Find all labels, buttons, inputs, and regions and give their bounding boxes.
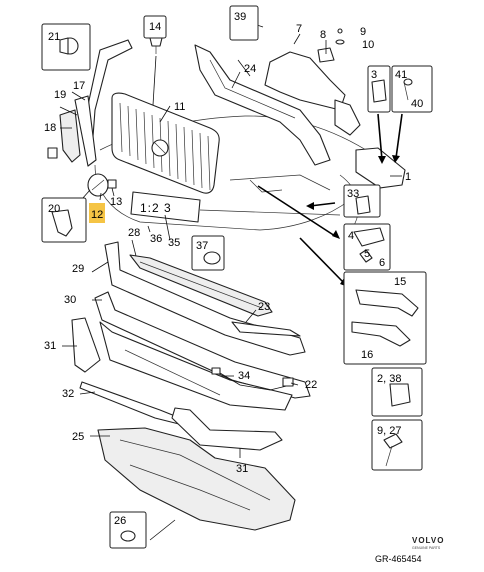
label-2-38: 2, 38 <box>377 373 401 385</box>
label-24: 24 <box>244 63 256 75</box>
inset-2-38 <box>371 367 423 417</box>
label-10: 10 <box>362 39 374 51</box>
inset-20 <box>41 197 87 243</box>
label-18: 18 <box>44 122 56 134</box>
lower-trim-strip <box>171 407 283 451</box>
label-14: 14 <box>149 21 161 33</box>
label-26: 26 <box>114 515 126 527</box>
label-23: 23 <box>258 301 270 313</box>
brand-subtitle: GENUINE PARTS <box>412 546 441 550</box>
front-emblem <box>87 173 117 197</box>
label-32: 32 <box>62 388 74 400</box>
inset-37 <box>191 235 225 271</box>
label-8: 8 <box>320 29 326 41</box>
splash-shield <box>97 427 296 531</box>
inset-9-27 <box>371 419 423 471</box>
label-6: 6 <box>379 257 385 269</box>
label-25: 25 <box>72 431 84 443</box>
right-bracket-assembly <box>264 47 406 189</box>
label-31-right: 31 <box>236 463 248 475</box>
inset-4-5-6 <box>343 223 391 271</box>
label-33: 33 <box>347 188 359 200</box>
inset-26 <box>109 511 147 549</box>
plate-text: 1:2 3 <box>140 201 172 215</box>
upper-cross-member <box>194 44 331 166</box>
label-36: 36 <box>150 233 162 245</box>
label-7: 7 <box>296 23 302 35</box>
label-4: 4 <box>348 230 354 242</box>
inset-3 <box>367 65 391 113</box>
label-22: 22 <box>305 379 317 391</box>
label-11: 11 <box>174 101 185 113</box>
part-labels: 21 14 39 17 19 18 11 24 7 8 9 10 3 41 40… <box>44 11 423 527</box>
label-12: 12 <box>91 209 103 221</box>
direction-arrows <box>257 113 403 284</box>
inset-33 <box>343 184 381 218</box>
label-3: 3 <box>371 69 377 81</box>
license-plate-holder: 1:2 3 <box>130 191 201 223</box>
inset-15-16 <box>343 271 427 365</box>
label-9: 9 <box>360 26 366 38</box>
inset-39 <box>229 5 259 41</box>
label-34: 34 <box>238 370 250 382</box>
clip-9-10 <box>335 28 345 45</box>
label-5: 5 <box>364 248 370 260</box>
inset-21 <box>41 23 91 71</box>
front-spoiler <box>71 317 293 411</box>
reference-number: GR-465454 <box>375 554 422 564</box>
lower-strip <box>79 381 186 426</box>
label-17: 17 <box>73 80 85 92</box>
label-35: 35 <box>168 237 180 249</box>
label-16: 16 <box>361 349 373 361</box>
label-30: 30 <box>64 294 76 306</box>
label-41: 41 <box>395 69 407 81</box>
label-37: 37 <box>196 240 208 252</box>
label-1: 1 <box>405 171 411 183</box>
label-15: 15 <box>394 276 406 288</box>
label-20: 20 <box>48 203 60 215</box>
label-39: 39 <box>234 11 246 23</box>
bumper-bracket-23 <box>231 321 301 337</box>
label-40: 40 <box>411 98 423 110</box>
label-31-left: 31 <box>44 340 56 352</box>
fastener-14 <box>149 37 163 54</box>
lower-grille <box>129 254 273 317</box>
wiring-harness <box>211 367 296 391</box>
front-grille <box>111 92 220 194</box>
label-9-27: 9, 27 <box>377 425 401 437</box>
inset-14 <box>143 15 167 39</box>
label-19: 19 <box>54 89 66 101</box>
label-29: 29 <box>72 263 84 275</box>
inset-41-40 <box>391 65 433 113</box>
brand-logo: VOLVO <box>412 536 444 545</box>
left-grille-trim <box>47 39 133 167</box>
label-28: 28 <box>128 227 140 239</box>
label-13: 13 <box>110 196 122 208</box>
label-21: 21 <box>48 31 60 43</box>
highlight-marker <box>89 203 105 223</box>
